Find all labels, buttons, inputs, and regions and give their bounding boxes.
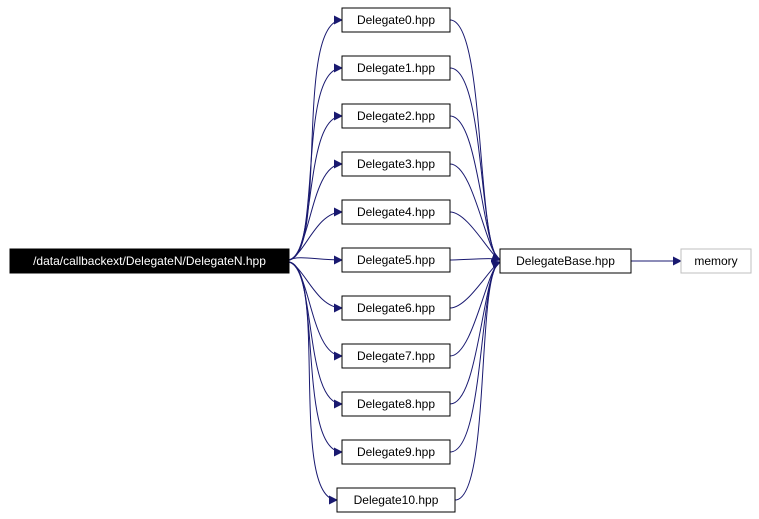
delegate-node-0[interactable]: Delegate0.hpp: [341, 7, 451, 33]
delegate-node-0-box: [341, 7, 451, 33]
delegate-node-4-box: [341, 199, 451, 225]
delegate-node-4-label: Delegate4.hpp: [357, 205, 435, 219]
delegate-node-3-box: [341, 151, 451, 177]
delegate-node-9-label: Delegate9.hpp: [357, 445, 435, 459]
delegate-node-8-box: [341, 391, 451, 417]
edge-delegate-4-base: [449, 211, 501, 261]
delegate-node-8[interactable]: Delegate8.hpp: [341, 391, 451, 417]
delegate-node-5-box: [341, 247, 451, 273]
edge-delegate-5-base: [449, 252, 501, 261]
memory-node[interactable]: memory: [680, 248, 752, 274]
delegate-node-0-label: Delegate0.hpp: [357, 13, 435, 27]
root-node[interactable]: /data/callbackext/DelegateN/DelegateN.hp…: [9, 248, 290, 274]
delegate-node-6[interactable]: Delegate6.hpp: [341, 295, 451, 321]
edge-root-delegate-2: [288, 111, 343, 261]
delegate-node-3[interactable]: Delegate3.hpp: [341, 151, 451, 177]
delegate-node-10-label: Delegate10.hpp: [354, 493, 439, 507]
delegate-node-5-label: Delegate5.hpp: [357, 253, 435, 267]
edge-root-delegate-0: [288, 15, 343, 261]
edge-root-delegate-8: [288, 261, 343, 409]
edge-root-delegate-3: [288, 159, 343, 261]
delegate-node-1-label: Delegate1.hpp: [357, 61, 435, 75]
delegate-node-1-box: [341, 55, 451, 81]
edge-root-delegate-10: [288, 261, 338, 505]
delegate-node-6-box: [341, 295, 451, 321]
edge-delegate-10-base: [454, 260, 501, 501]
delegate-node-7[interactable]: Delegate7.hpp: [341, 343, 451, 369]
memory-node-label: memory: [694, 254, 737, 268]
delegate-node-10[interactable]: Delegate10.hpp: [336, 487, 456, 513]
edge-root-delegate-7: [288, 261, 343, 361]
delegate-node-2-box: [341, 103, 451, 129]
root-node-label: /data/callbackext/DelegateN/DelegateN.hp…: [33, 254, 266, 268]
delegate-node-8-label: Delegate8.hpp: [357, 397, 435, 411]
edge-delegate-2-base: [449, 115, 501, 261]
delegate-node-9-box: [341, 439, 451, 465]
delegate-node-3-label: Delegate3.hpp: [357, 157, 435, 171]
delegate-base-node-label: DelegateBase.hpp: [516, 254, 615, 268]
delegate-node-7-label: Delegate7.hpp: [357, 349, 435, 363]
edges-layer: [288, 15, 682, 505]
delegate-node-10-box: [336, 487, 456, 513]
nodes-layer: /data/callbackext/DelegateN/DelegateN.hp…: [9, 7, 752, 513]
edge-delegate-0-base: [449, 19, 501, 262]
delegate-node-6-label: Delegate6.hpp: [357, 301, 435, 315]
root-node-box: [9, 248, 290, 274]
delegate-node-2-label: Delegate2.hpp: [357, 109, 435, 123]
delegate-base-node[interactable]: DelegateBase.hpp: [499, 248, 632, 274]
delegate-node-4[interactable]: Delegate4.hpp: [341, 199, 451, 225]
delegate-node-7-box: [341, 343, 451, 369]
memory-node-box: [680, 248, 752, 274]
delegate-node-9[interactable]: Delegate9.hpp: [341, 439, 451, 465]
delegate-node-2[interactable]: Delegate2.hpp: [341, 103, 451, 129]
delegate-base-node-box: [499, 248, 632, 274]
delegate-node-5[interactable]: Delegate5.hpp: [341, 247, 451, 273]
edge-root-delegate-4: [288, 207, 343, 261]
edge-root-delegate-5: [288, 255, 343, 265]
delegate-node-1[interactable]: Delegate1.hpp: [341, 55, 451, 81]
edge-delegate-8-base: [449, 261, 501, 405]
edge-delegate-6-base: [449, 261, 501, 309]
